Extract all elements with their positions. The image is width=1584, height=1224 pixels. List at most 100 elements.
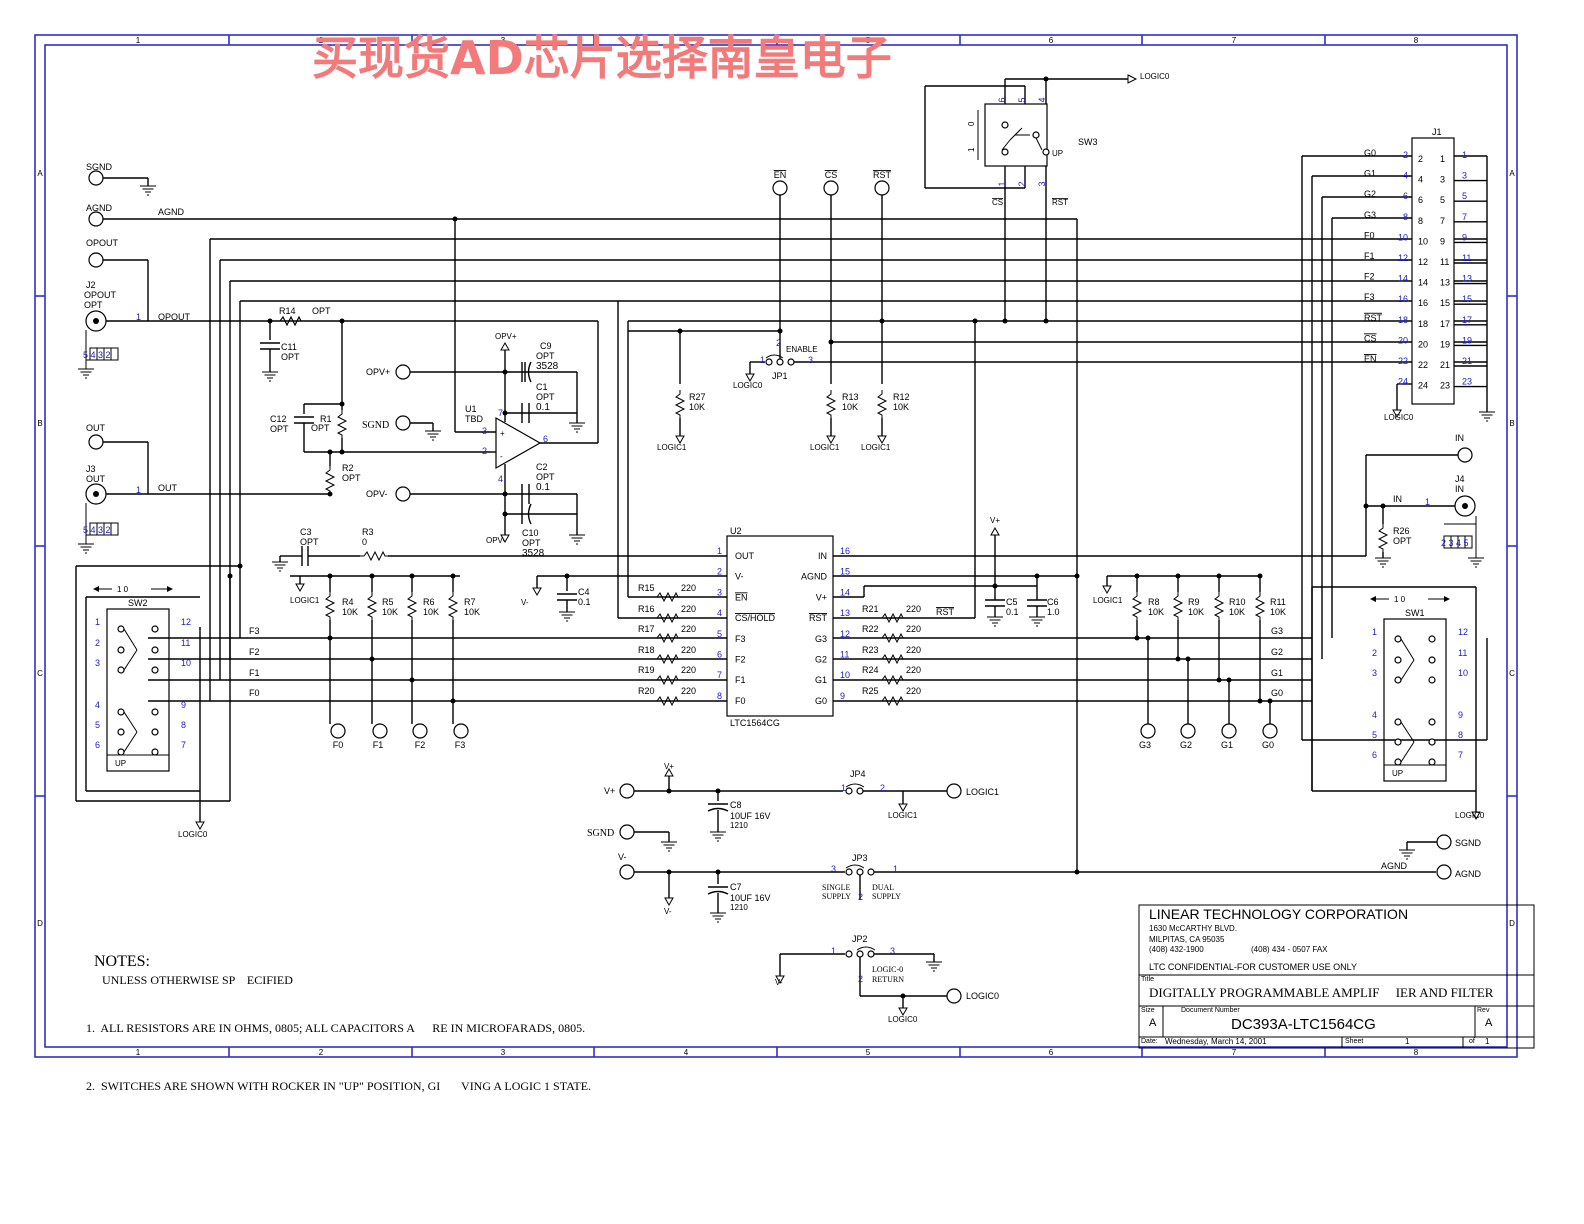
resistor-ref: R21	[862, 604, 879, 614]
header-pin-right: 9	[1462, 232, 1467, 242]
resistor-ref: R13	[842, 392, 859, 402]
resistor-ref: R23	[862, 645, 879, 655]
frame-col-label: 4	[684, 1048, 689, 1057]
u1-opamp	[495, 416, 542, 470]
switch-pin-num: 12	[181, 617, 191, 627]
switch-pin-num: 6	[1372, 750, 1377, 760]
frame-col-label: 7	[1232, 36, 1237, 45]
resistor-ref: R5	[382, 597, 394, 607]
header-pin-right: 23	[1462, 377, 1472, 387]
sgnd-bottom-connector	[619, 824, 635, 840]
vminus-connector	[619, 864, 635, 880]
capacitor-ref: C12	[270, 414, 287, 424]
switch-up-label: UP	[1052, 149, 1063, 158]
connector-label: OPV-	[366, 489, 388, 499]
jack-pin: 4	[1456, 538, 1461, 548]
frame-row-label: C	[1509, 669, 1515, 678]
header-pin-inner: 15	[1440, 298, 1450, 308]
power-label: V+	[990, 516, 1000, 525]
switch-pin-num: 3	[95, 658, 100, 668]
u1-value: TBD	[465, 414, 484, 424]
jack-name: IN	[1455, 484, 1464, 494]
pin-num: 2	[482, 446, 487, 456]
header-signal: G2	[1364, 189, 1376, 199]
header-pin-right: 19	[1462, 335, 1472, 345]
capacitor-value: OPT	[536, 351, 555, 361]
switch-pin-num: 11	[181, 638, 190, 648]
connector-label: SGND	[362, 420, 389, 431]
jack-pin: 4	[91, 350, 96, 360]
capacitor-pkg: 3528	[522, 548, 545, 559]
pin-num: 4	[498, 474, 503, 484]
notes-subtitle: UNLESS OTHERWISE SP ECIFIED	[102, 973, 293, 987]
capacitor-value: 0.1	[1006, 607, 1019, 617]
jack-pin: 2	[106, 350, 111, 360]
bus-label: G1	[1271, 668, 1283, 678]
f-test-label: F0	[333, 740, 344, 750]
header-pin-inner: 7	[1440, 216, 1445, 226]
size-value: A	[1149, 1017, 1157, 1029]
jack-pin: 5	[83, 525, 88, 535]
capacitor-ref: C5	[1006, 597, 1018, 607]
header-pin-right: 21	[1462, 356, 1472, 366]
logic-label: LOGIC0	[733, 381, 763, 390]
u2-pin-num: 8	[717, 691, 722, 701]
header-pin-left: 12	[1398, 253, 1408, 263]
u2-pin-num: 9	[840, 691, 845, 701]
switch-pin-num: 1	[1372, 627, 1377, 637]
f-test-point	[412, 723, 428, 739]
connector-label: AGND	[86, 203, 113, 213]
jumper-text: SUPPLY	[822, 892, 851, 901]
header-pin-left: 2	[1403, 150, 1408, 160]
switch-pin-num: 4	[1372, 710, 1377, 720]
header-pin-left: 18	[1398, 315, 1408, 325]
u2-pin-name: F2	[735, 655, 746, 665]
header-signal: RST	[1364, 313, 1383, 323]
header-signal: G3	[1364, 210, 1376, 220]
switch-pin-num: 2	[1017, 181, 1027, 186]
header-pin-inner: 13	[1440, 278, 1450, 288]
jumper-ref: JP1	[772, 371, 788, 381]
connector-label: V-	[618, 852, 627, 862]
frame-col-label: 2	[319, 1048, 324, 1057]
frame-col-label: 1	[136, 36, 141, 45]
connector-label: RST	[873, 170, 892, 180]
switch-up-label: UP	[1392, 769, 1403, 778]
u1-ref: U1	[465, 404, 477, 414]
header-pin-inner: 9	[1440, 236, 1445, 246]
resistor-ref: R4	[342, 597, 354, 607]
pin-num: 2	[880, 783, 885, 793]
jumper-text: SINGLE	[822, 883, 851, 892]
jumper-text: SUPPLY	[872, 892, 901, 901]
header-pin-inner: 18	[1418, 319, 1428, 329]
jack-pin: 5	[1464, 538, 1469, 548]
capacitor-pkg: 1210	[730, 821, 748, 830]
u2-pin-name: RST	[809, 613, 828, 623]
g-test-label: G1	[1221, 740, 1233, 750]
u2-pin-num: 12	[840, 629, 850, 639]
resistor-value: 10K	[1270, 607, 1286, 617]
switch-pin-num: 10	[181, 658, 191, 668]
f-test-label: F1	[373, 740, 384, 750]
u2-pin-name: G0	[815, 696, 827, 706]
logic-label: LOGIC1	[810, 443, 840, 452]
header-pin-inner: 12	[1418, 257, 1428, 267]
u2-pin-name: OUT	[735, 551, 755, 561]
switch-pin-num: 5	[95, 720, 100, 730]
connector-label: SGND	[86, 162, 113, 172]
rev-value: A	[1485, 1017, 1493, 1029]
jack-ref: J4	[1455, 474, 1465, 484]
u2-pin-num: 16	[840, 546, 850, 556]
capacitor-value: OPT	[536, 392, 555, 402]
capacitor-value: 10UF 16V	[730, 893, 771, 903]
bus-label: RST	[936, 607, 955, 617]
u2-pin-name: CS/HOLD	[735, 613, 776, 623]
net-label: OPOUT	[158, 312, 191, 322]
resistor-ref: R24	[862, 665, 879, 675]
f-test-point	[453, 723, 469, 739]
agnd-right-connector	[1436, 864, 1452, 880]
resistor-ref: R2	[342, 463, 354, 473]
header-pin-right: 17	[1462, 315, 1472, 325]
frame-col-label: 2	[319, 36, 324, 45]
